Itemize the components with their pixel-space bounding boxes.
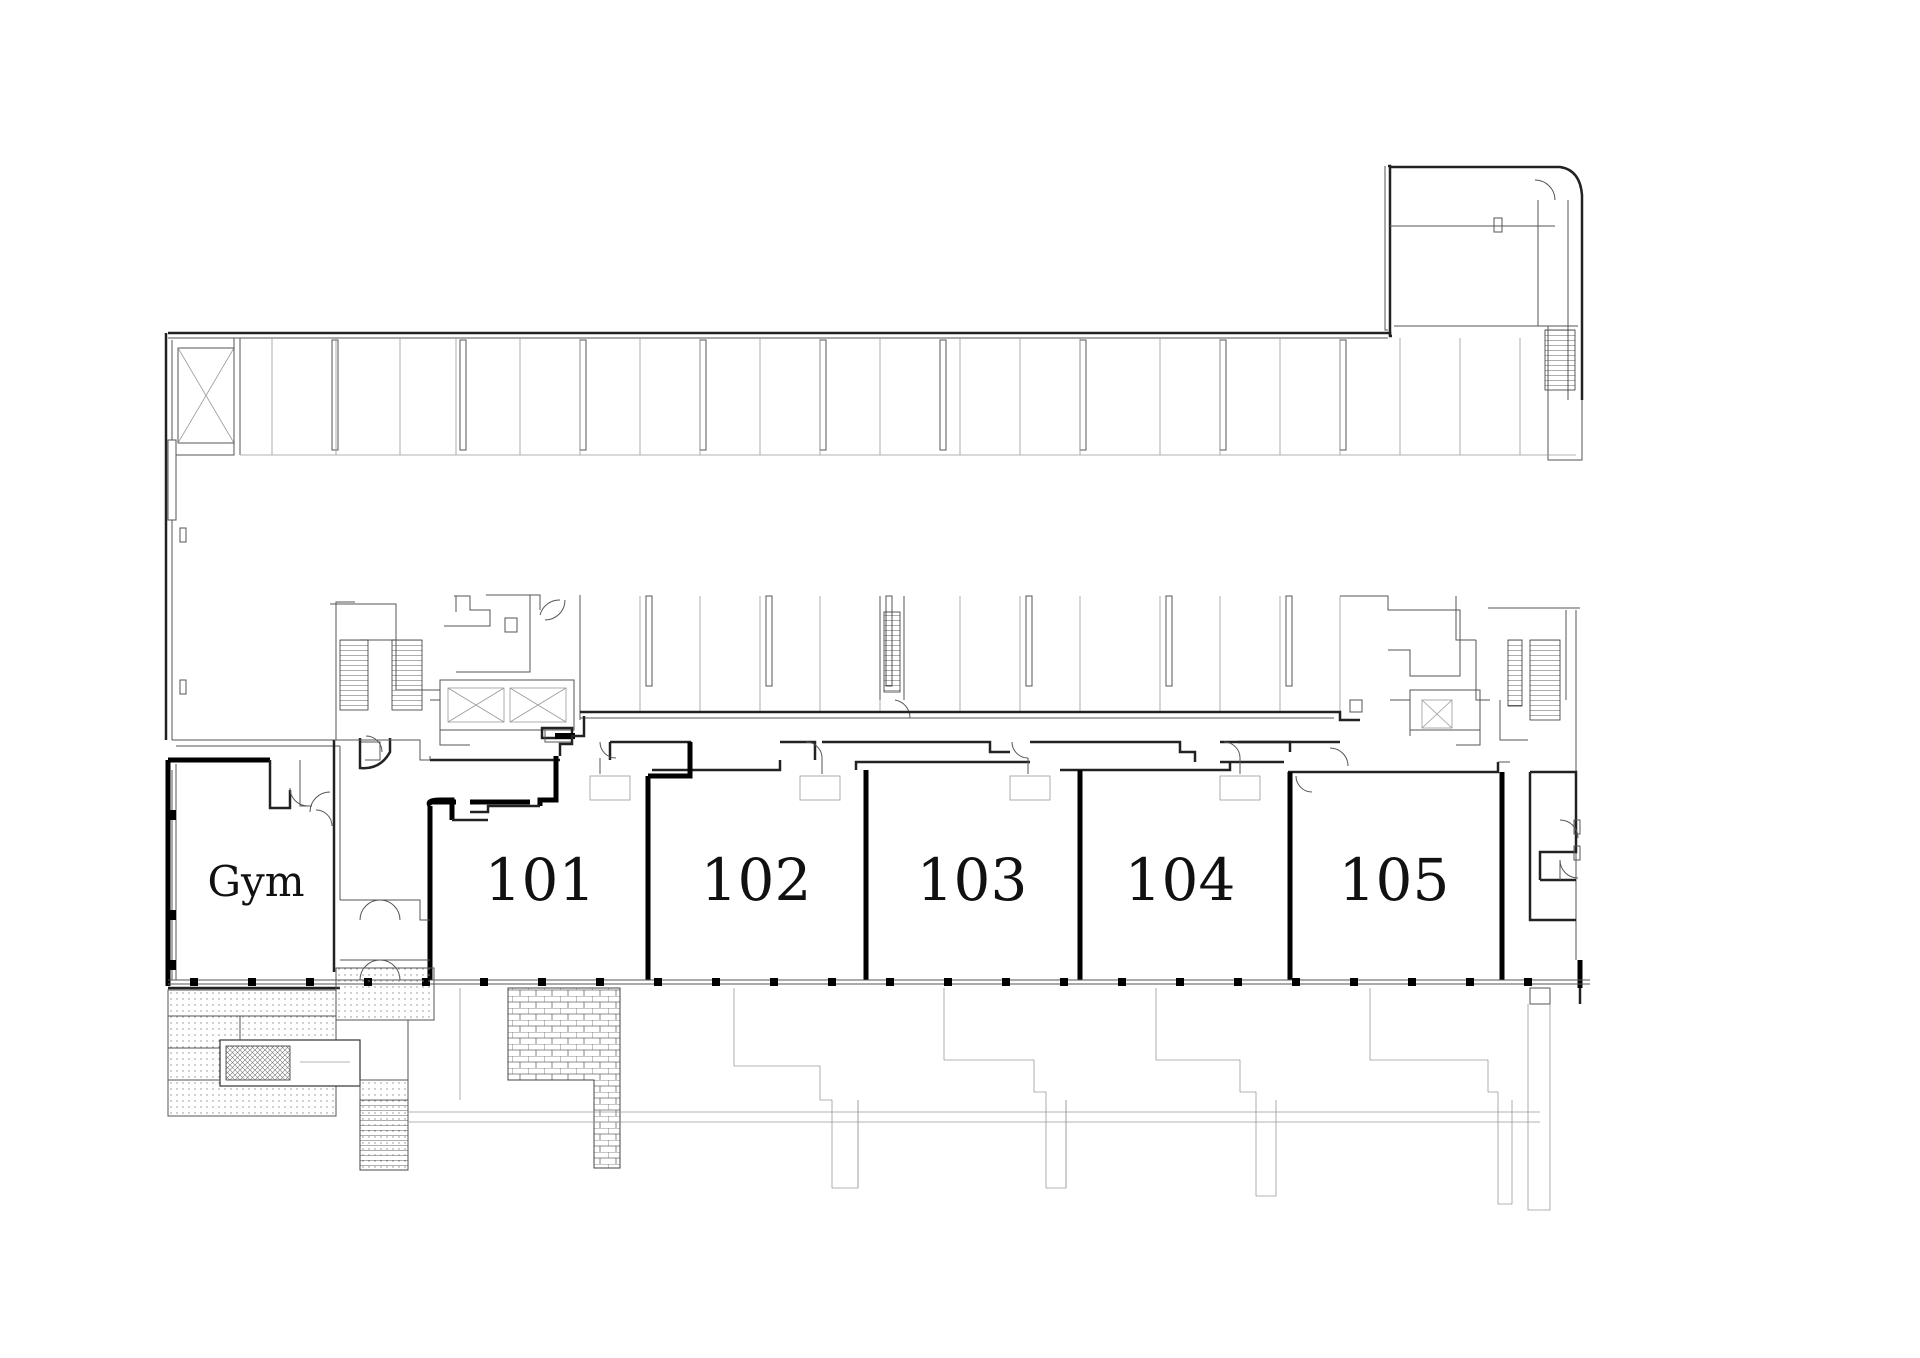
column-mark bbox=[645, 595, 653, 687]
room-labels: Gym 101 102 103 104 105 bbox=[207, 846, 1449, 914]
column-mark bbox=[699, 339, 707, 451]
facade-mullion bbox=[1060, 978, 1068, 986]
facade-mullion bbox=[1524, 978, 1532, 986]
facade-mullion bbox=[1234, 978, 1242, 986]
facade-mullion bbox=[712, 978, 720, 986]
facade-mullion bbox=[596, 978, 604, 986]
facade-mullion bbox=[1118, 978, 1126, 986]
room-label-gym: Gym bbox=[207, 857, 304, 906]
facade-mullion bbox=[306, 978, 314, 986]
column-mark bbox=[939, 339, 947, 451]
facade-mullion bbox=[1002, 978, 1010, 986]
room-label-102: 102 bbox=[701, 846, 812, 914]
column-mark bbox=[1165, 595, 1173, 687]
column-mark bbox=[765, 595, 773, 687]
room-label-103: 103 bbox=[917, 846, 1028, 914]
facade-mullion bbox=[944, 978, 952, 986]
landscape bbox=[167, 967, 1551, 1211]
column-mark bbox=[459, 339, 467, 451]
parking-stalls-lower bbox=[579, 595, 1341, 712]
parking-stalls-upper bbox=[271, 338, 1521, 455]
column-mark bbox=[1285, 595, 1293, 687]
column-mark bbox=[1025, 595, 1033, 687]
circulation-core bbox=[330, 594, 1580, 960]
column-mark bbox=[579, 339, 587, 451]
facade-mullion bbox=[654, 978, 662, 986]
facade-mullion bbox=[1408, 978, 1416, 986]
facade-mullion bbox=[190, 978, 198, 986]
facade-mullion bbox=[538, 978, 546, 986]
facade-mullion bbox=[828, 978, 836, 986]
column-mark bbox=[819, 339, 827, 451]
column-mark bbox=[1219, 339, 1227, 451]
facade-mullion bbox=[1292, 978, 1300, 986]
facade-mullion bbox=[1466, 978, 1474, 986]
room-label-101: 101 bbox=[485, 846, 596, 914]
facade-mullion bbox=[1350, 978, 1358, 986]
facade-mullion bbox=[480, 978, 488, 986]
column-mark bbox=[1339, 339, 1347, 451]
facade-mullion bbox=[886, 978, 894, 986]
column-mark bbox=[331, 339, 339, 451]
room-label-104: 104 bbox=[1125, 846, 1236, 914]
room-label-105: 105 bbox=[1339, 846, 1450, 914]
facade-mullion bbox=[248, 978, 256, 986]
facade-mullion bbox=[1176, 978, 1184, 986]
facade-mullion bbox=[770, 978, 778, 986]
parking-garage bbox=[164, 164, 1584, 747]
column-mark bbox=[1079, 339, 1087, 451]
residential-units bbox=[165, 710, 1583, 988]
